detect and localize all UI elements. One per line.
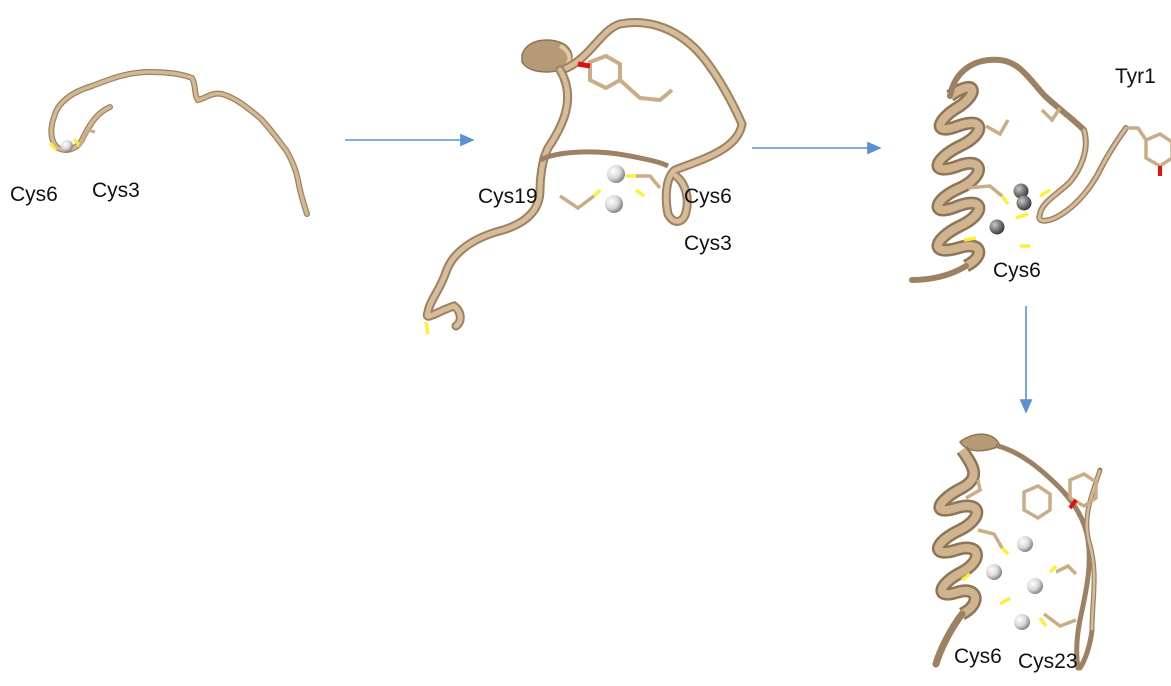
metal-ion bbox=[61, 140, 73, 152]
peptide-structure-stage-2 bbox=[426, 22, 742, 334]
label-cys6-stage2: Cys6 bbox=[684, 185, 732, 209]
metal-ion bbox=[1014, 614, 1030, 630]
label-tyr1-stage3: Tyr1 bbox=[1115, 65, 1156, 89]
metal-ion bbox=[607, 165, 625, 183]
label-cys3-stage2: Cys3 bbox=[684, 232, 732, 256]
label-cys3-stage1: Cys3 bbox=[92, 179, 140, 203]
metal-ion bbox=[986, 564, 1002, 580]
metal-ion bbox=[1027, 578, 1043, 594]
metal-ion bbox=[605, 195, 623, 213]
peptide-structure-stage-3 bbox=[912, 60, 1171, 280]
metal-ion bbox=[1017, 196, 1032, 211]
peptide-structure-stage-4 bbox=[936, 434, 1100, 668]
label-cys6-stage4: Cys6 bbox=[954, 645, 1002, 669]
label-cys6-stage1: Cys6 bbox=[10, 183, 58, 207]
metal-ion bbox=[1017, 536, 1033, 552]
peptide-structure-stage-1 bbox=[50, 72, 307, 214]
metal-ion bbox=[990, 220, 1005, 235]
label-cys6-stage3: Cys6 bbox=[993, 259, 1041, 283]
label-cys19-stage2: Cys19 bbox=[478, 185, 538, 209]
label-cys23-stage4: Cys23 bbox=[1018, 650, 1078, 674]
